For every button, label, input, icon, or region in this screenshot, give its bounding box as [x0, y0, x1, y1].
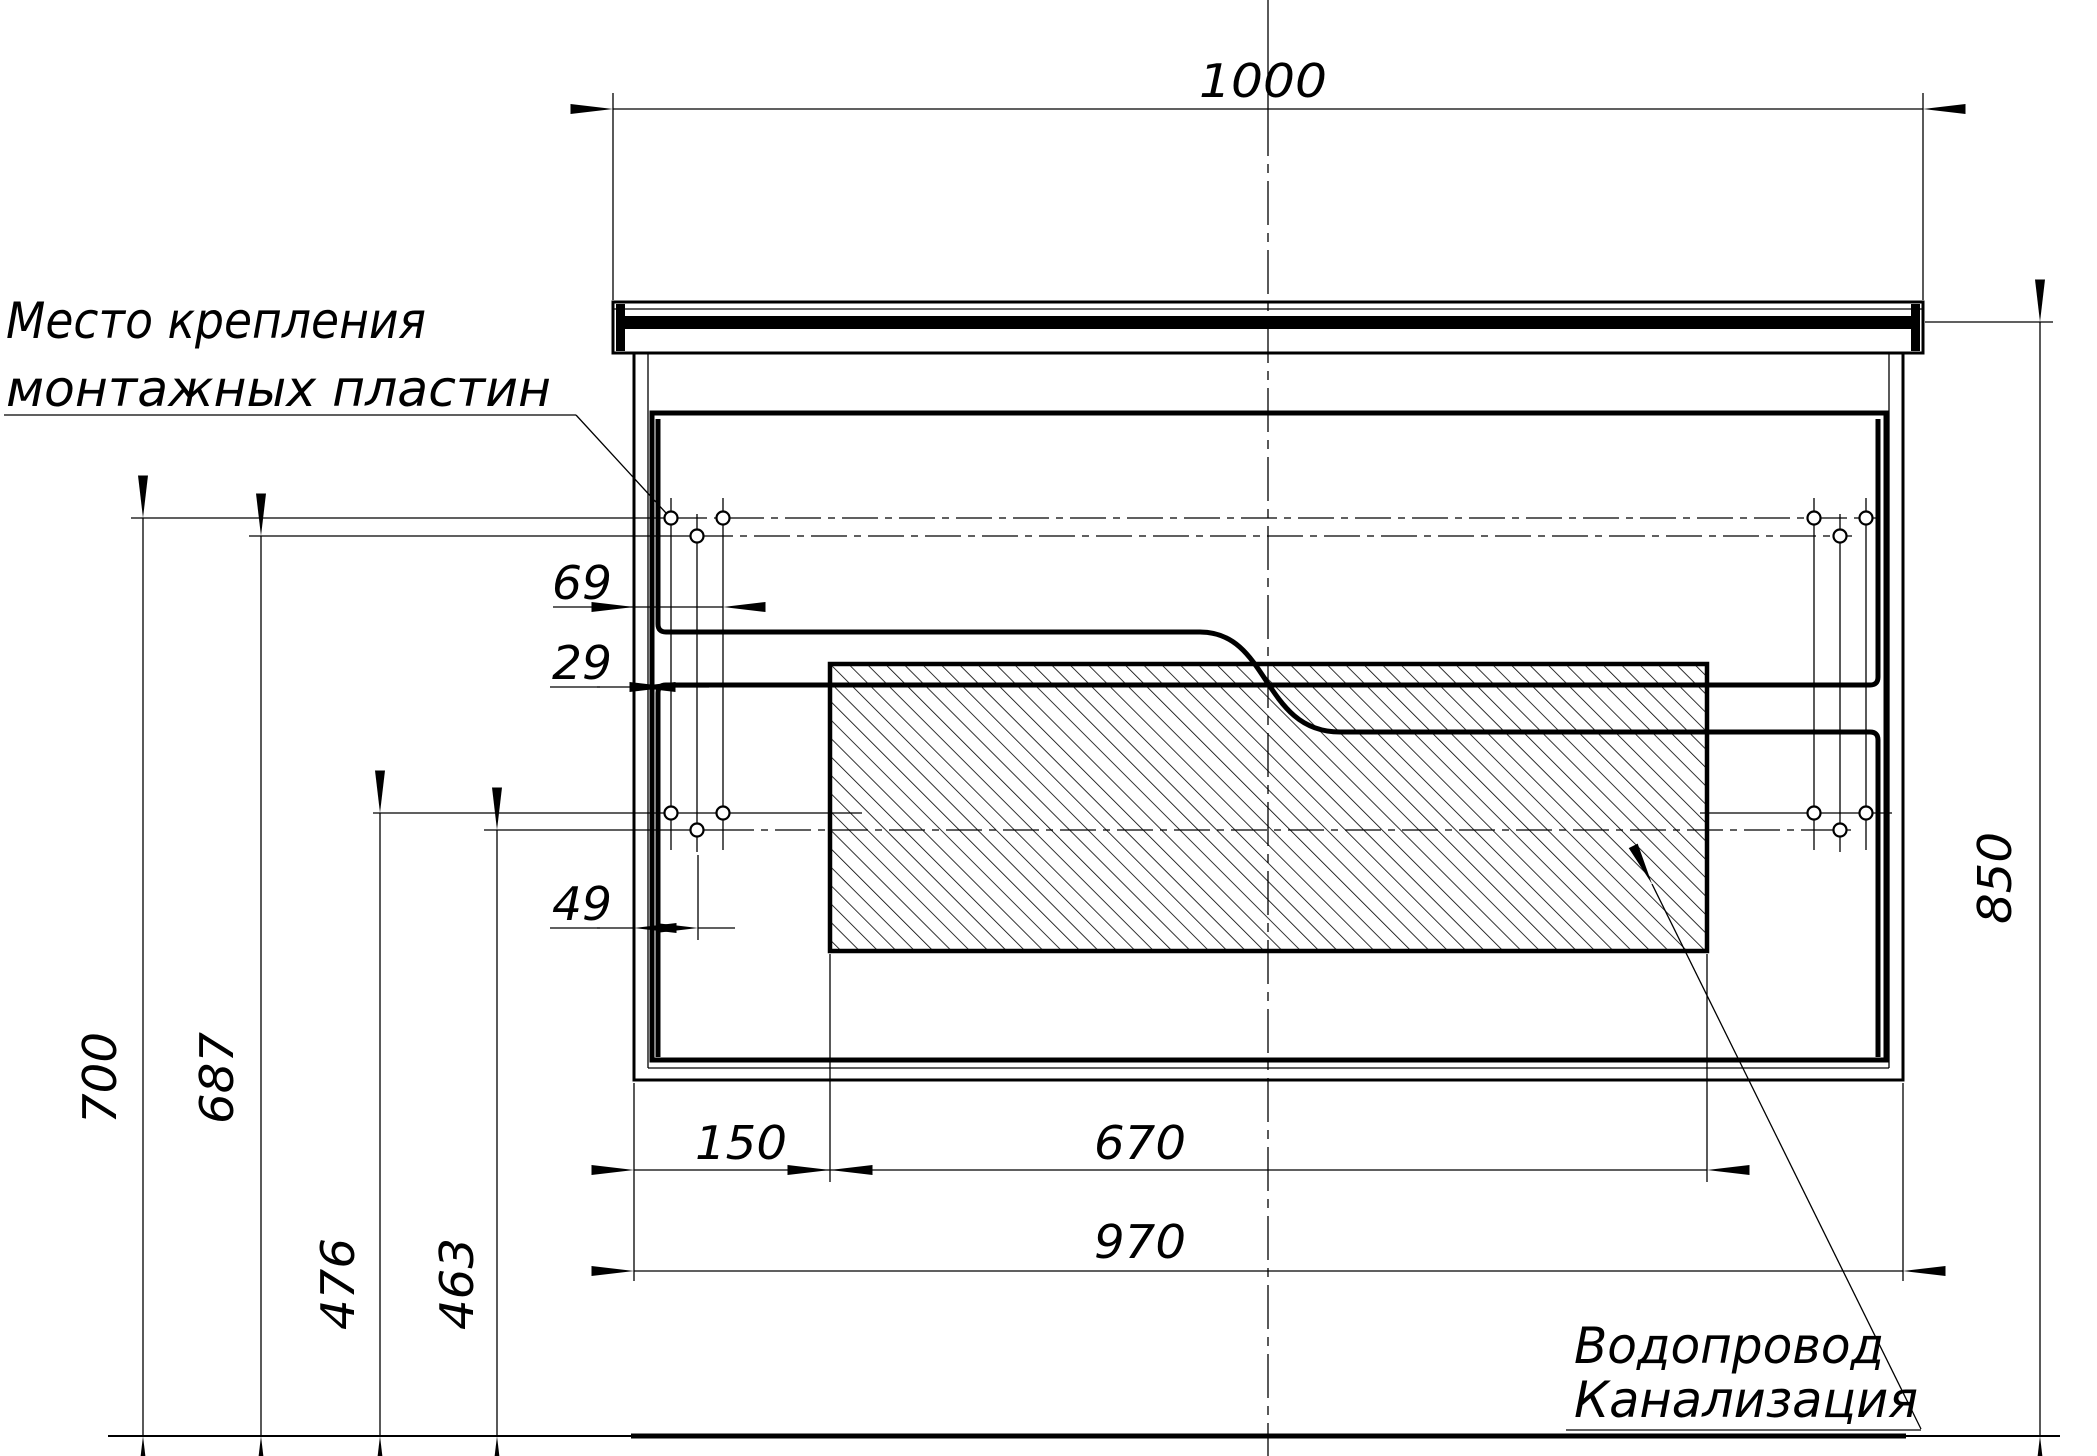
mount-hole	[663, 805, 679, 821]
dim-49-text: 49	[552, 877, 612, 931]
dim-476-text: 476	[311, 1238, 365, 1330]
mount-hole	[1858, 510, 1874, 526]
mount-hole	[1858, 805, 1874, 821]
dimension-hole-offsets: 69 29 49	[550, 556, 766, 933]
callout-mounting-plates: Место крепления монтажных пластин	[4, 292, 667, 514]
dimension-overall-height: 850	[1925, 279, 2053, 1456]
callout-plumbing: Водопровод Канализация	[1566, 843, 1922, 1431]
mount-hole	[1832, 822, 1848, 838]
dimension-overall-width: 1000	[570, 54, 1966, 300]
countertop-right-cap	[1911, 304, 1920, 351]
dim-463-text: 463	[430, 1238, 484, 1330]
mount-hole	[663, 510, 679, 526]
dim-69-text: 69	[552, 556, 612, 610]
sewerage-label: Канализация	[1574, 1371, 1918, 1429]
cabinet-outline	[632, 351, 1905, 1082]
upper-drawer-seam-curve	[655, 419, 1881, 1057]
dim-overall-height-text: 850	[1968, 832, 2022, 924]
dim-670-text: 670	[1094, 1116, 1186, 1170]
dim-687-text: 687	[190, 1032, 244, 1124]
mount-hole	[715, 805, 731, 821]
dim-29-text: 29	[552, 636, 612, 690]
dim-970-text: 970	[1094, 1215, 1186, 1269]
mounting-holes	[663, 498, 1874, 940]
mounting-label-line2: монтажных пластин	[6, 360, 551, 418]
mount-hole	[689, 528, 705, 544]
dimension-axis-heights: 700 687 476 463	[73, 475, 502, 1456]
mounting-label-leader	[575, 414, 667, 514]
countertop	[611, 300, 1925, 355]
countertop-profile-band	[622, 316, 1914, 329]
mount-hole	[715, 510, 731, 526]
mount-hole	[1832, 528, 1848, 544]
dim-700-text: 700	[73, 1032, 127, 1124]
water-supply-label: Водопровод	[1574, 1317, 1884, 1375]
mount-hole	[1806, 510, 1822, 526]
mounting-label-line1: Место крепления	[6, 292, 426, 350]
mount-hole	[1806, 805, 1822, 821]
mount-hole	[689, 822, 705, 838]
dim-overall-width-text: 1000	[1199, 54, 1327, 108]
cabinet-front-frame	[649, 410, 1889, 1063]
plumbing-leader	[1628, 843, 1922, 1430]
dimension-bottom: 150 670 970	[591, 954, 1946, 1281]
countertop-left-cap	[616, 304, 625, 351]
dim-150-text: 150	[695, 1116, 787, 1170]
